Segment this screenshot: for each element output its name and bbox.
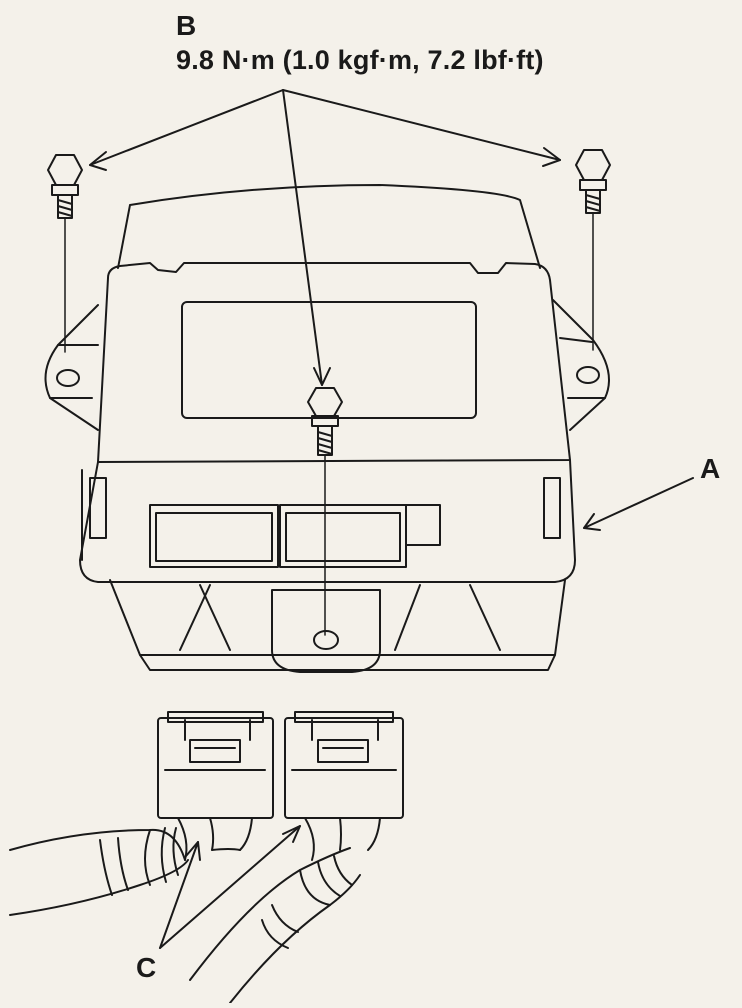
- callout-b-label: B: [176, 10, 197, 41]
- label-plate: [181, 301, 477, 419]
- connector-right: [284, 711, 404, 861]
- leader-lines-b: [89, 89, 561, 386]
- leader-line-a: [583, 477, 694, 531]
- control-unit: [44, 184, 610, 673]
- right-bolt-hole: [576, 366, 600, 384]
- socket-right: [279, 504, 407, 568]
- left-bolt-hole: [56, 369, 80, 387]
- bottom-bracket: [271, 589, 381, 673]
- connector-left: [157, 711, 274, 861]
- right-clip: [543, 477, 561, 539]
- socket-tab: [405, 504, 441, 546]
- housing-rear-shell: [117, 184, 541, 269]
- wire-harness: [9, 827, 361, 1004]
- bolt-right: [575, 149, 611, 351]
- bolt-center: [307, 387, 343, 636]
- bracket-bolt-hole: [313, 630, 339, 650]
- bolt-left: [47, 154, 83, 353]
- right-mounting-ear: [552, 299, 610, 431]
- leader-lines-c: [159, 825, 301, 949]
- housing-lower-skirt: [109, 579, 566, 656]
- left-mounting-ear: [44, 304, 99, 431]
- socket-left: [149, 504, 279, 568]
- left-clip: [89, 477, 107, 539]
- callout-c-label: C: [136, 952, 157, 983]
- callout-a-label: A: [700, 453, 721, 484]
- front-face: [79, 459, 576, 583]
- torque-spec: 9.8 N·m (1.0 kgf·m, 7.2 lbf·ft): [176, 45, 544, 75]
- top-cover: [97, 262, 571, 463]
